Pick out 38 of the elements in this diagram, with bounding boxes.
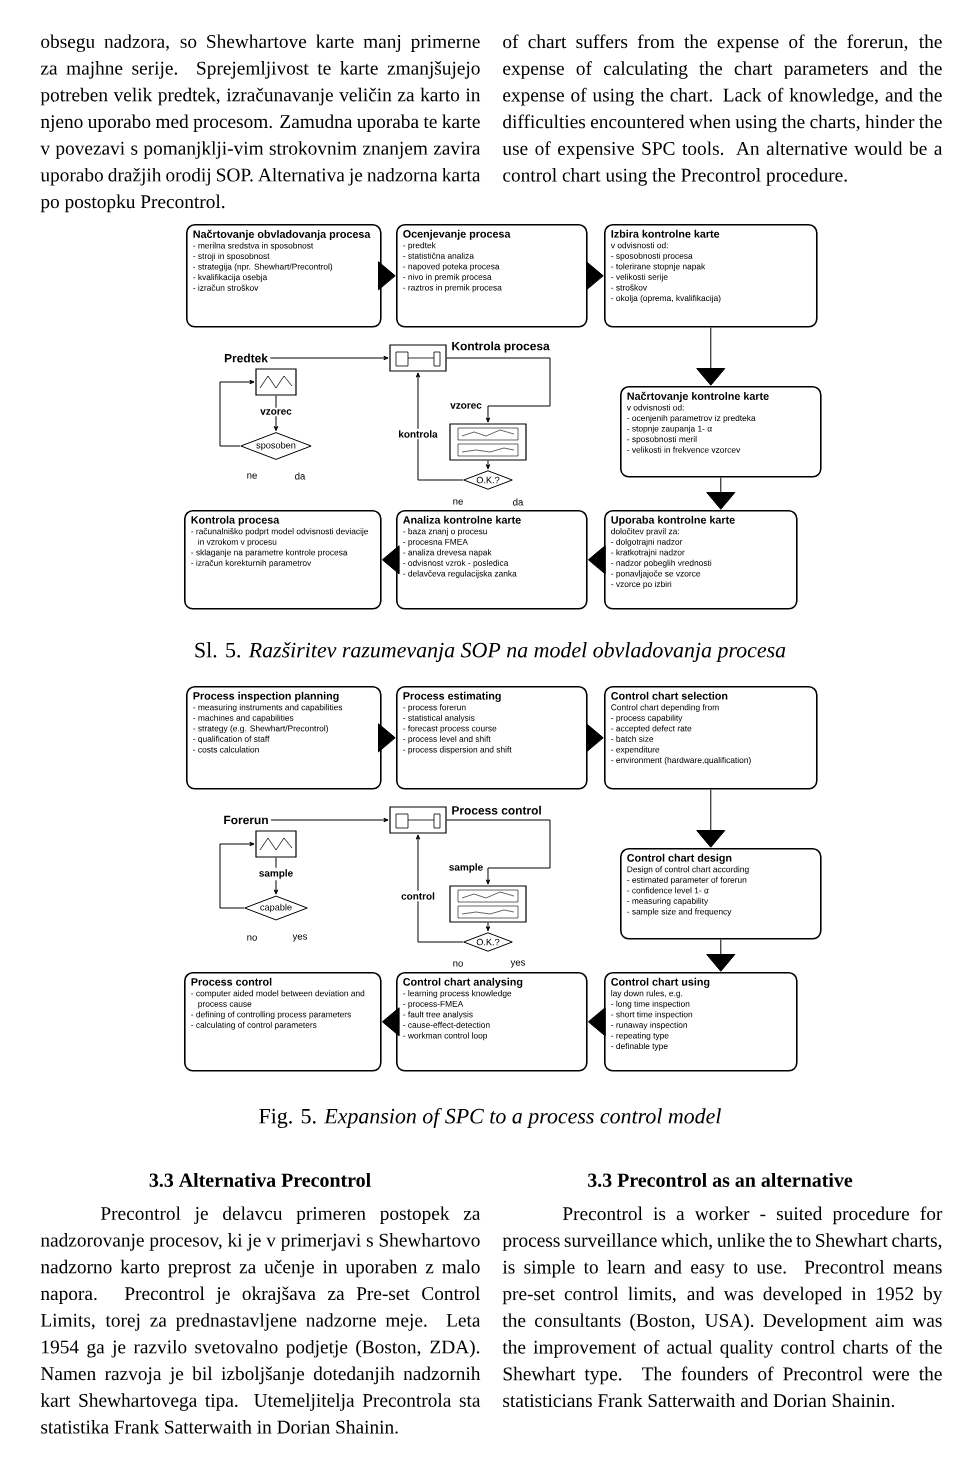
figure-caption: Sl. 5. Razširitev razumevanja SOP na model obvladovanja procesa (195, 642, 786, 662)
machine-drawing (389, 806, 447, 834)
section-heading: 3.3 Precontrol as an alternative (588, 1172, 853, 1188)
body-text: of chart suffers from the expense of the forerun, the expense of calculating the chart parameters and the expense of using the chart. Lack of knowledge, and the difficulties encountered when using the charts, hinder the use of expensive SPC tools. An alternative would be a control chart using the Precontrol procedure. (502, 34, 943, 186)
arrow (381, 545, 400, 575)
arrow (377, 723, 396, 753)
arrow (273, 857, 279, 895)
body-text: Precontrol is a worker - suited procedure for process surveillance which, unlike the to Shewhart charts, is simple to learn and easy to use. Precontrol means pre-set control limits, and was developed in 1952 by the consultants (Boston, USA). Development aim was the improvement of actual quality control charts of the Shewhart type. The founders of Precontrol were the statisticians Frank Satterwaith and Dorian Shainin. (502, 1206, 943, 1408)
arrow (585, 723, 604, 753)
body-text: Precontrol je delavcu primeren postopek za nadzorovanje procesov, ki je v primerjavi s Shewhartovo nadzorno karto preprost za učenje in uporaben z malo napora. Precontrol je okrajšava za Pre-set Control Limits, torej za prednastavljene nadzorne meje. Leta 1954 ga je razvilo svetovalno podjetje (Boston, ZDA). Namen razvoja je bil izboljšanje dotedanjih nadzornih kart Shewhartovega tipa. Utemeljitelja Precontrola sta statistika Frank Satterwaith in Dorian Shainin. (40, 1206, 481, 1434)
section-heading: 3.3 Alternativa Precontrol (149, 1172, 371, 1188)
arrow (696, 327, 726, 386)
arrow (219, 379, 255, 447)
figure-caption: Fig. 5. Expansion of SPC to a process control model (259, 1107, 721, 1129)
arrow (270, 817, 389, 823)
arrow (415, 372, 464, 481)
machine-drawing (389, 344, 447, 372)
arrow (706, 477, 736, 510)
arrow (587, 545, 606, 575)
filter-drawing (255, 830, 297, 858)
arrow (446, 819, 551, 885)
arrow (587, 1007, 606, 1037)
arrow (381, 1007, 400, 1037)
arrow (585, 261, 604, 291)
arrow (269, 355, 389, 361)
arrow (706, 939, 736, 972)
arrow (273, 395, 279, 432)
arrow (696, 789, 726, 848)
arrow (485, 922, 491, 932)
arrow (219, 841, 255, 909)
filter-drawing (255, 368, 297, 396)
control-chart-drawing (449, 423, 527, 461)
control-chart-drawing (449, 885, 527, 923)
arrow (446, 357, 551, 423)
arrow (377, 261, 396, 291)
arrow (415, 834, 464, 943)
arrow (485, 460, 491, 470)
body-text: obsegu nadzora, so Shewhartove karte manj primerne za majhne serije. Sprejemljivost te karte zmanjšujejo potreben velik predtek, izračunavanje veličin za karto in njeno uporabo med procesom. Zamudna uporaba te karte v povezavi s pomanjklji-vim strokovnim znanjem zavira uporabo dražjih orodij SOP. Alternativa je nadzorna karta po postopku Precontrol. (40, 34, 481, 213)
